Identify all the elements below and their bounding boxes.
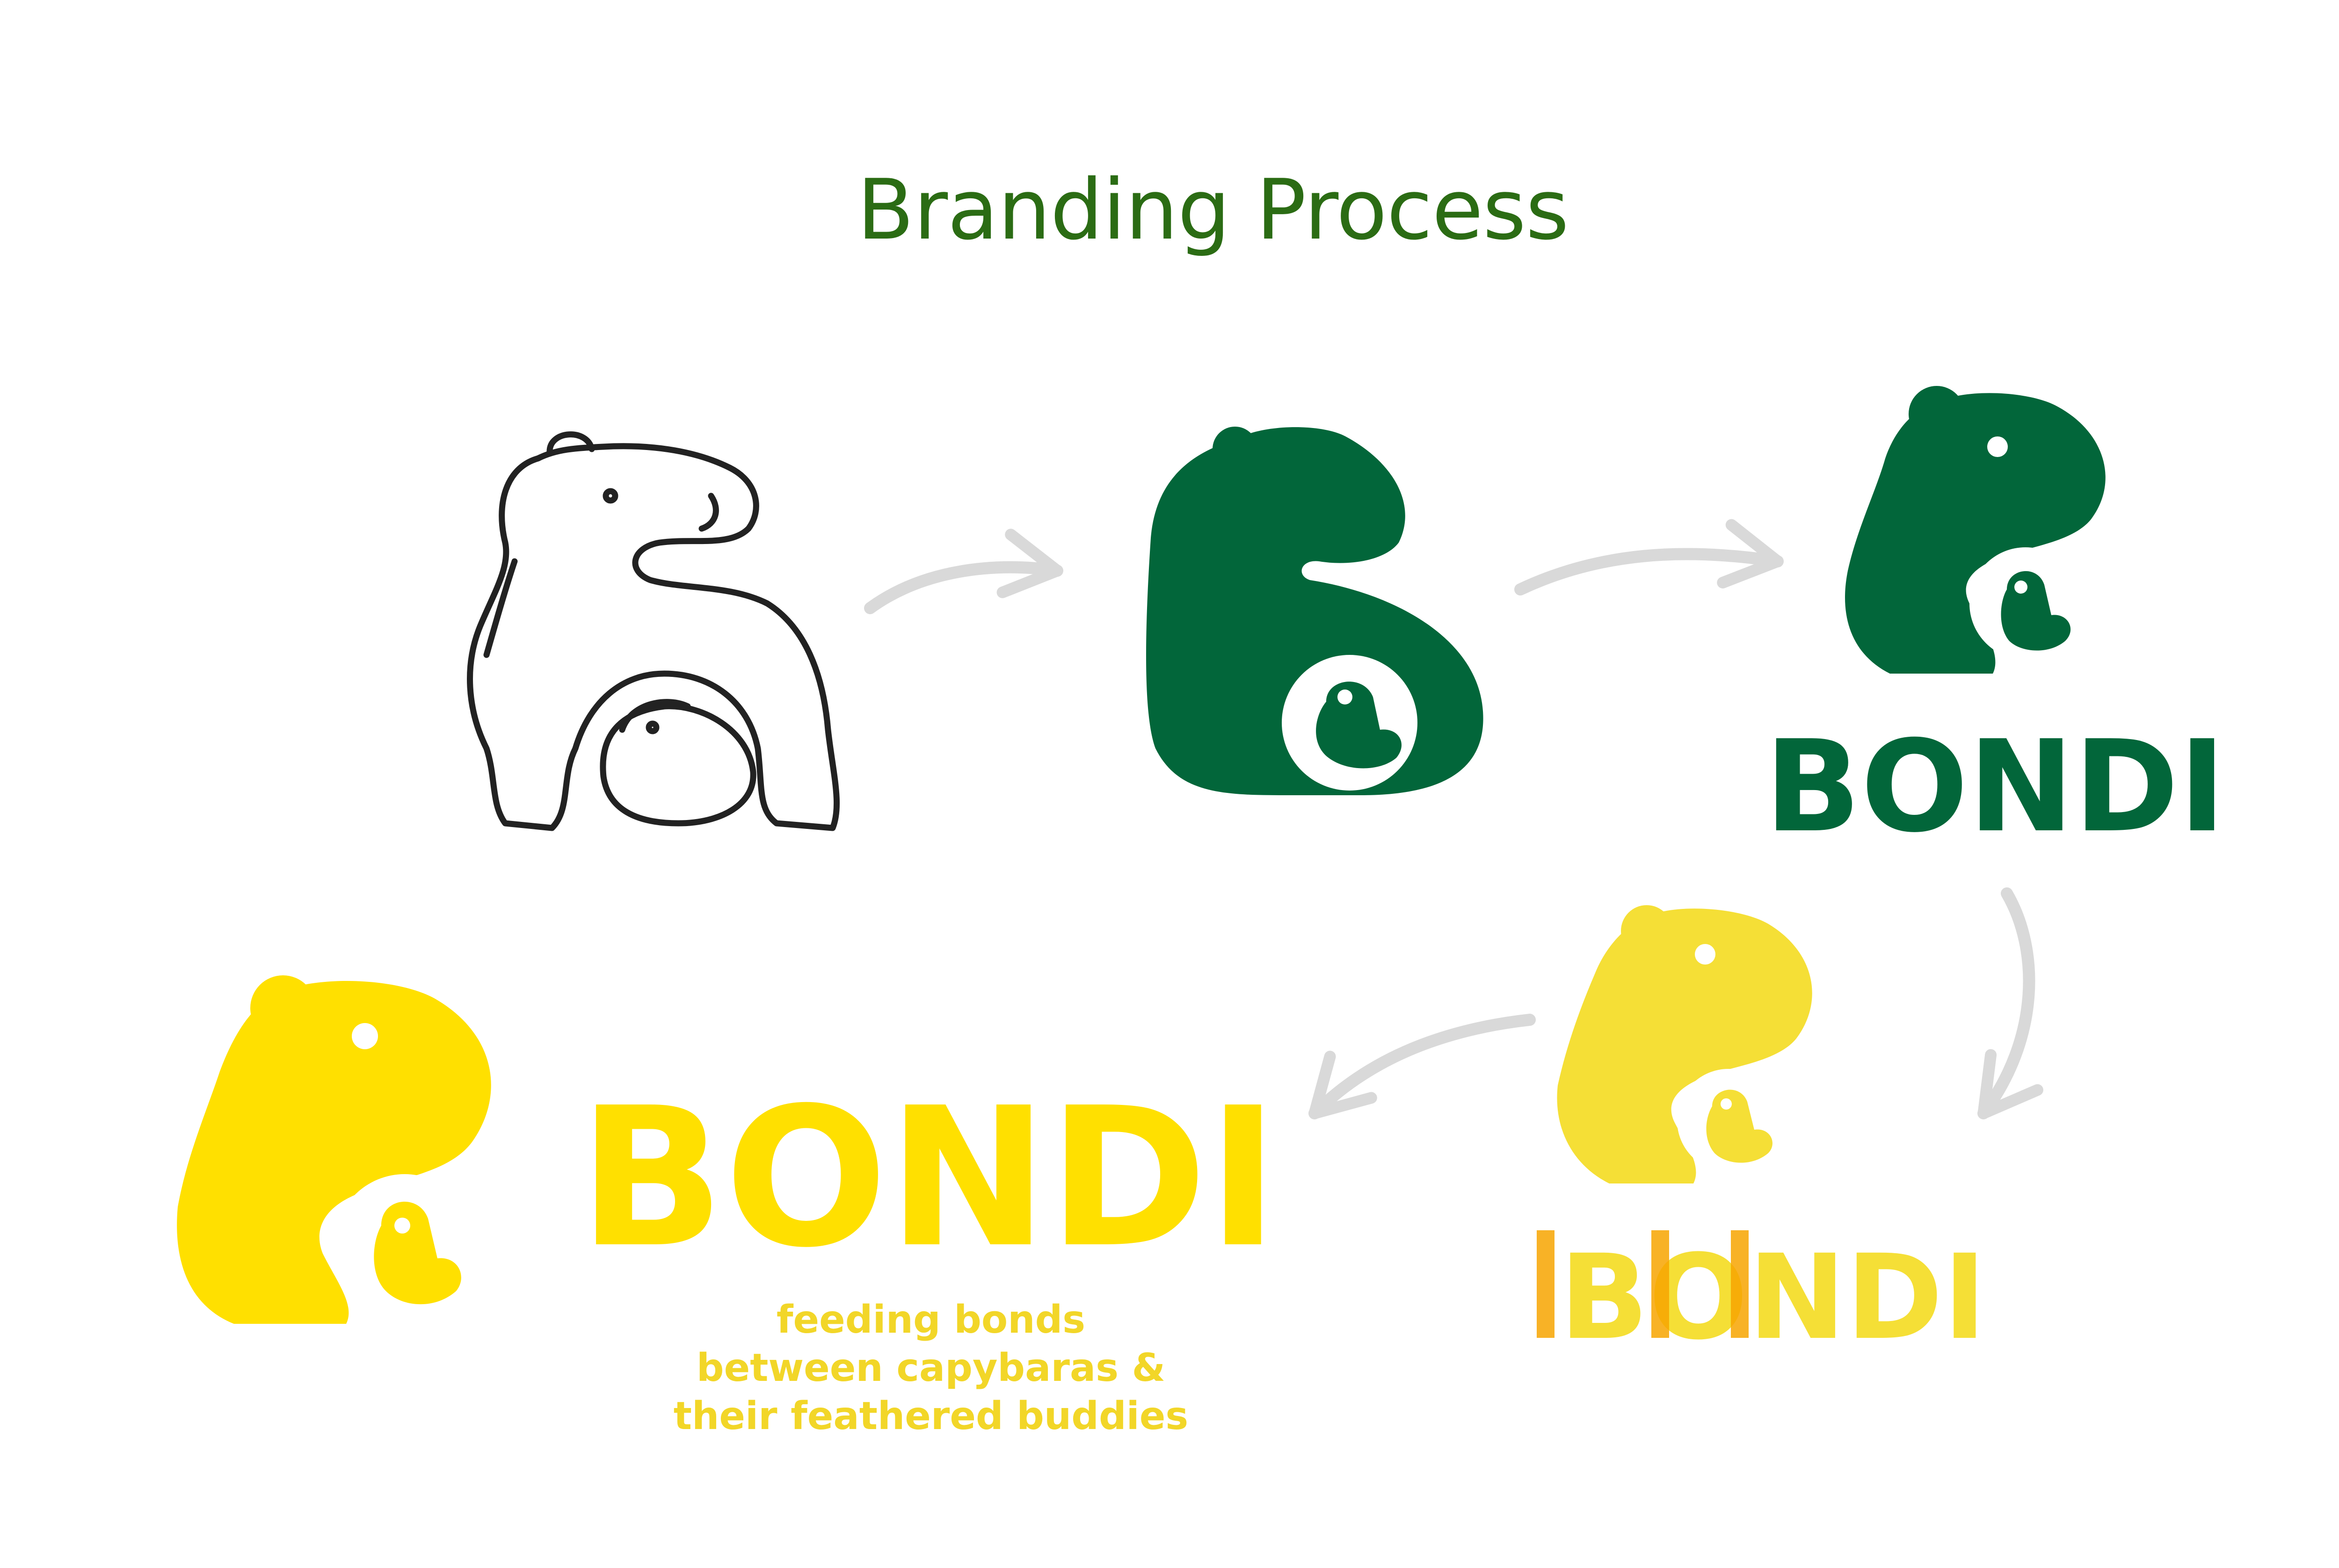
capybara-bird-mark-icon xyxy=(1845,386,2106,674)
tagline-line-3: their feathered buddies xyxy=(673,1394,1189,1438)
wordmark-yellow-final: BONDI xyxy=(578,1066,1278,1290)
arrow-2 xyxy=(1514,519,1784,595)
arrow-1 xyxy=(864,529,1063,614)
tagline: feeding bonds between capybaras & their … xyxy=(552,1296,1310,1440)
overlap-mark-2 xyxy=(1651,1230,1669,1338)
overlap-mark-3 xyxy=(1731,1230,1749,1338)
capybara-sketch-icon xyxy=(467,431,840,831)
arrow-4 xyxy=(1308,1014,1536,1119)
overlap-mark-1 xyxy=(1537,1230,1554,1338)
wordmark-yellow-draft: BONDI xyxy=(1560,1229,1987,1365)
tagline-line-1: feeding bonds xyxy=(776,1298,1086,1342)
capybara-b-mark-icon xyxy=(1146,427,1483,795)
tagline-line-2: between capybaras & xyxy=(696,1346,1166,1390)
capybara-bird-mark-icon xyxy=(1557,905,1812,1183)
page-title: Branding Process xyxy=(857,161,1569,258)
wordmark-green: BONDI xyxy=(1765,713,2226,860)
arrow-3 xyxy=(1977,887,2043,1119)
capybara-bird-mark-icon xyxy=(177,975,491,1324)
